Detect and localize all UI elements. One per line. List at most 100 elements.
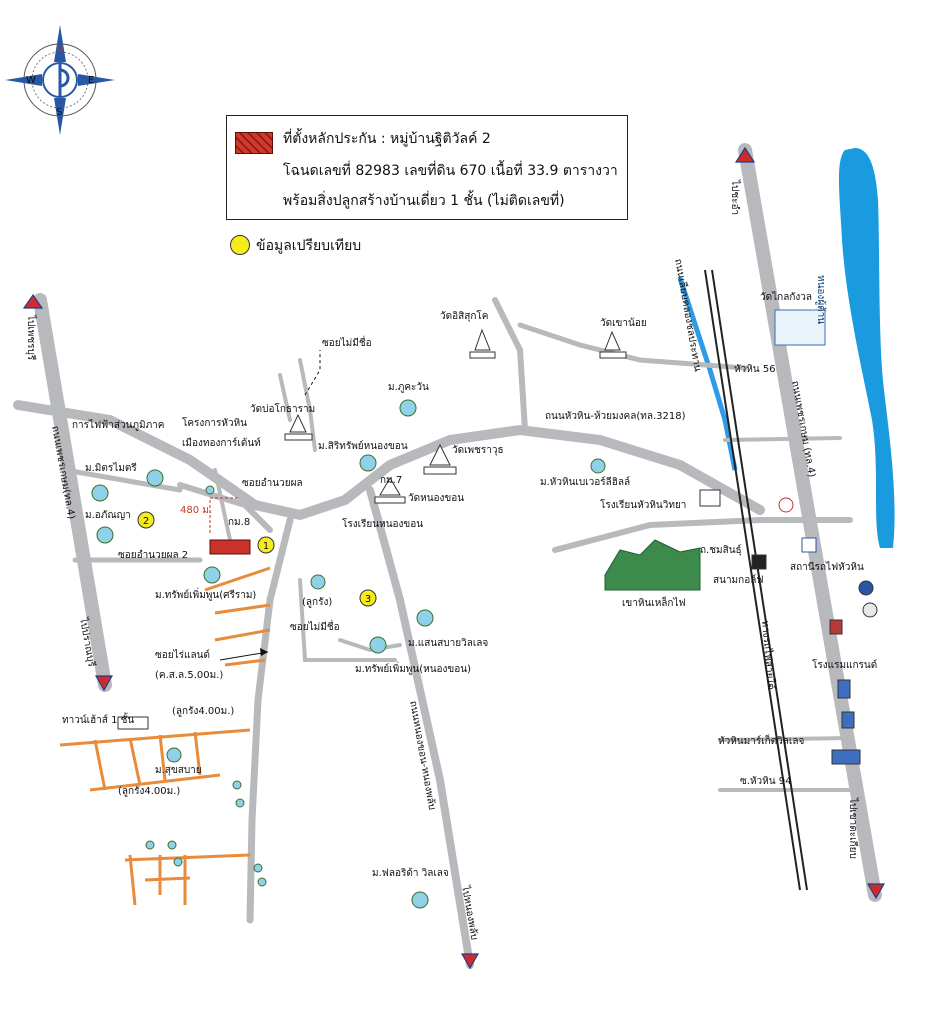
label-hotel: โรงแรมแกรนด์ [812,660,878,671]
village-icon [203,566,221,584]
label-mueang-thong: เมืองทองการ์เด้นท์ [182,438,261,449]
arrow-south-left [94,675,114,692]
comparison-marker-1: 1 [257,536,275,554]
road-east-2 [718,736,852,742]
svg-text:3: 3 [365,594,371,605]
legend-box: ที่ตั้งหลักประกัน : หมู่บ้านฐิติวัลค์ 2 … [226,115,628,220]
compass-rose-icon [5,25,115,135]
label-wat-klai-kangwon: วัดไกลกังวล [760,292,813,303]
phetkasem-left-road [33,293,112,692]
road-3218 [13,400,765,521]
label-m-saep: ม.แสนสบายวิลเลจ [408,638,489,649]
village-icon [399,399,417,417]
road-minor-3 [338,638,402,653]
comparison-legend: ข้อมูลเปรียบเทียบ [230,233,430,261]
distance-arrow [209,497,238,535]
temple-icon [423,443,457,475]
orange-lanes-townhouse [59,728,251,792]
village-icon [310,574,326,590]
subject-property-marker [209,539,251,555]
label-soi-hua-hin-94: ซ.หัวหิน 94 [740,776,792,787]
legend-line-1: ที่ตั้งหลักประกัน : หมู่บ้านฐิติวัลค์ 2 [283,131,491,147]
village-icon [411,891,429,909]
pointer-arrow [219,651,269,661]
label-wat-khao-noi: วัดเขาน้อย [600,318,647,329]
label-soi-mai-mi-chue-2: ซอยไม่มีชื่อ [290,622,340,633]
label-khao-hin-lek-fai: เขาหินเหล็กไฟ [622,598,686,609]
label-road-3218: ถนนหัวหิน-ห้วยมงคล(ทล.3218) [545,411,686,422]
label-school-hua-hin: โรงเรียนหัวหินวิทยา [600,500,687,511]
comparison-marker-3: 3 [359,589,377,607]
road-soi-top-2 [278,373,292,422]
mountain-icon [604,539,701,591]
fuel-icon [858,580,874,596]
svg-text:1: 1 [263,541,269,552]
label-soi-mai-mi-chue-top: ซอยไม่มีชื่อ [322,338,372,349]
market-icon [831,749,861,765]
label-to-phetchaburi: ไปเพชรบุรี [25,315,36,361]
road-wat-khao-noi [517,322,748,371]
temple-icon [599,330,627,359]
label-dist-480: 480 ม. [180,505,213,516]
village-icon [253,863,263,873]
label-wat-bo-kho: วัดบ่อโกธาราม [250,404,316,415]
road-south-left [246,516,294,924]
road-east-1 [723,436,842,442]
canal [677,277,738,471]
label-luk-rang: (ลูกรัง) [302,597,333,608]
orange-lanes-bottom [124,853,251,906]
building-icon [841,711,855,729]
label-km8: กม.8 [228,517,251,528]
label-soi-amnuay: ซอยอำนวยผล [242,478,303,489]
village-icon [96,526,114,544]
arrow-south-middle [460,953,480,970]
village-icon [91,484,109,502]
label-m-phu-kha-wan: ม.ภูคะวัน [388,382,429,393]
village-icon [235,798,245,808]
village-icon [359,454,377,472]
arrow-north-right [734,146,756,163]
label-m-florida: ม.ฟลอริด้า วิลเลจ [372,868,449,879]
temple-icon [284,413,313,441]
compass-w: W [26,75,36,86]
label-to-kaeng-krachan: ไปเขาตะเกียบ [847,798,858,859]
label-electricity: การไฟฟ้าส่วนภูมิภาค [72,420,165,431]
label-ks-5: (ค.ส.ล.5.00ม.) [155,670,224,681]
label-wat-ang-sila: วัดอิสิสุกโค [440,311,489,322]
village-icon [416,609,434,627]
village-icon [173,857,183,867]
label-chomsin: ถ.ชมสินธุ์ [700,545,742,556]
label-wat-phet: วัดเพชราวุธ [452,445,504,456]
orange-lanes-soi-rai [204,566,271,667]
legend-line-2: โฉนดเลขที่ 82983 เลขที่ดิน 670 เนื้อที่ … [283,163,618,179]
shell-icon [862,602,878,618]
label-km7: กม.7 [380,475,403,486]
label-soi-amnuay-2: ซอยอำนวยผล 2 [118,550,189,561]
palace-icon [774,309,826,346]
bank-icon [778,497,794,513]
legend-line-3: พร้อมสิ่งปลูกสร้างบ้านเดี่ยว 1 ชั้น (ไม่… [283,193,565,209]
golf-icon [751,554,767,570]
label-project-hua-hin: โครงการหัวหิน [182,418,247,429]
road-minor-1 [62,467,183,493]
label-school-nong-khon: โรงเรียนหนองขอน [342,519,424,530]
label-townhouse: ทาวน์เฮ้าส์ 1 ชั้น [62,715,135,726]
hotel-icon [829,619,843,635]
label-m-suk-sabai: ม.สุขสบาย [155,765,202,776]
village-icon [167,840,177,850]
label-m-aphinya: ม.อภัณญา [85,510,131,521]
lake [838,148,895,548]
label-m-sap-phun-2: ม.ทรัพย์เพิ่มพูน(หนองขอน) [355,664,472,675]
svg-text:2: 2 [143,516,149,527]
label-luk-rang-4: (ลูกรัง4.00ม.) [172,706,235,717]
legend-swatch [235,132,273,154]
dashed-road [304,350,321,396]
compass-e: E [88,75,95,86]
comparison-label: ข้อมูลเปรียบเทียบ [256,238,362,254]
village-icon [257,877,267,887]
village-icon [232,780,242,790]
road-east-west-lower [552,517,853,553]
village-icon [145,840,155,850]
comparison-marker-2: 2 [137,511,155,529]
